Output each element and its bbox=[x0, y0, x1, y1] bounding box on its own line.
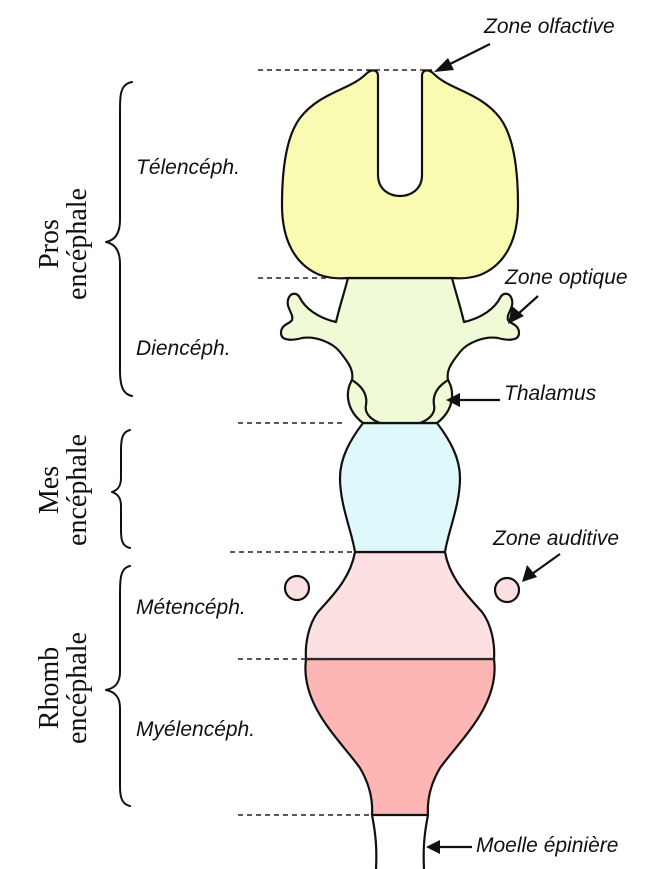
region-label-mes: Mes encéphale bbox=[34, 434, 93, 546]
mesencephale-shape bbox=[340, 423, 460, 552]
arrow-thalamus bbox=[446, 393, 500, 407]
zone-auditive-circle-right bbox=[495, 578, 519, 602]
zone-auditive-circle-left bbox=[285, 576, 309, 600]
region-label-rhomb-line1: Rhomb bbox=[34, 647, 65, 729]
myelencephale-shape bbox=[305, 659, 494, 815]
diencephale-shape bbox=[281, 278, 519, 423]
region-braces bbox=[106, 82, 132, 806]
arrow-moelle-epiniere bbox=[426, 840, 472, 854]
region-label-pros-line1: Pros bbox=[34, 219, 65, 269]
region-label-rhomb: Rhomb encéphale bbox=[34, 632, 93, 744]
rhomb-brace bbox=[106, 566, 130, 806]
mes-brace bbox=[112, 430, 130, 548]
region-label-pros-line2: encéphale bbox=[62, 188, 93, 300]
metencephale-shape bbox=[306, 552, 494, 659]
label-moelle-epiniere: Moelle épinière bbox=[476, 834, 618, 857]
label-diencephale: Diencéph. bbox=[136, 337, 231, 360]
arrow-zone-olfactive bbox=[434, 44, 490, 72]
region-label-mes-line2: encéphale bbox=[62, 434, 93, 546]
label-myelencephale: Myélencéph. bbox=[136, 718, 255, 741]
region-label-pros: Pros encéphale bbox=[34, 188, 93, 300]
label-zone-auditive: Zone auditive bbox=[492, 527, 619, 550]
label-zone-olfactive: Zone olfactive bbox=[483, 15, 615, 38]
region-label-mes-line1: Mes bbox=[34, 466, 65, 514]
region-label-rhomb-line2: encéphale bbox=[62, 632, 93, 744]
label-metencephale: Métencéph. bbox=[136, 596, 246, 619]
label-telencephale: Télencéph. bbox=[136, 156, 240, 179]
label-thalamus: Thalamus bbox=[504, 382, 597, 405]
arrow-zone-auditive bbox=[522, 554, 560, 582]
pros-brace bbox=[106, 82, 132, 396]
moelle-epiniere bbox=[372, 815, 428, 869]
label-zone-optique: Zone optique bbox=[504, 266, 628, 289]
telencephale-shape bbox=[282, 70, 518, 278]
